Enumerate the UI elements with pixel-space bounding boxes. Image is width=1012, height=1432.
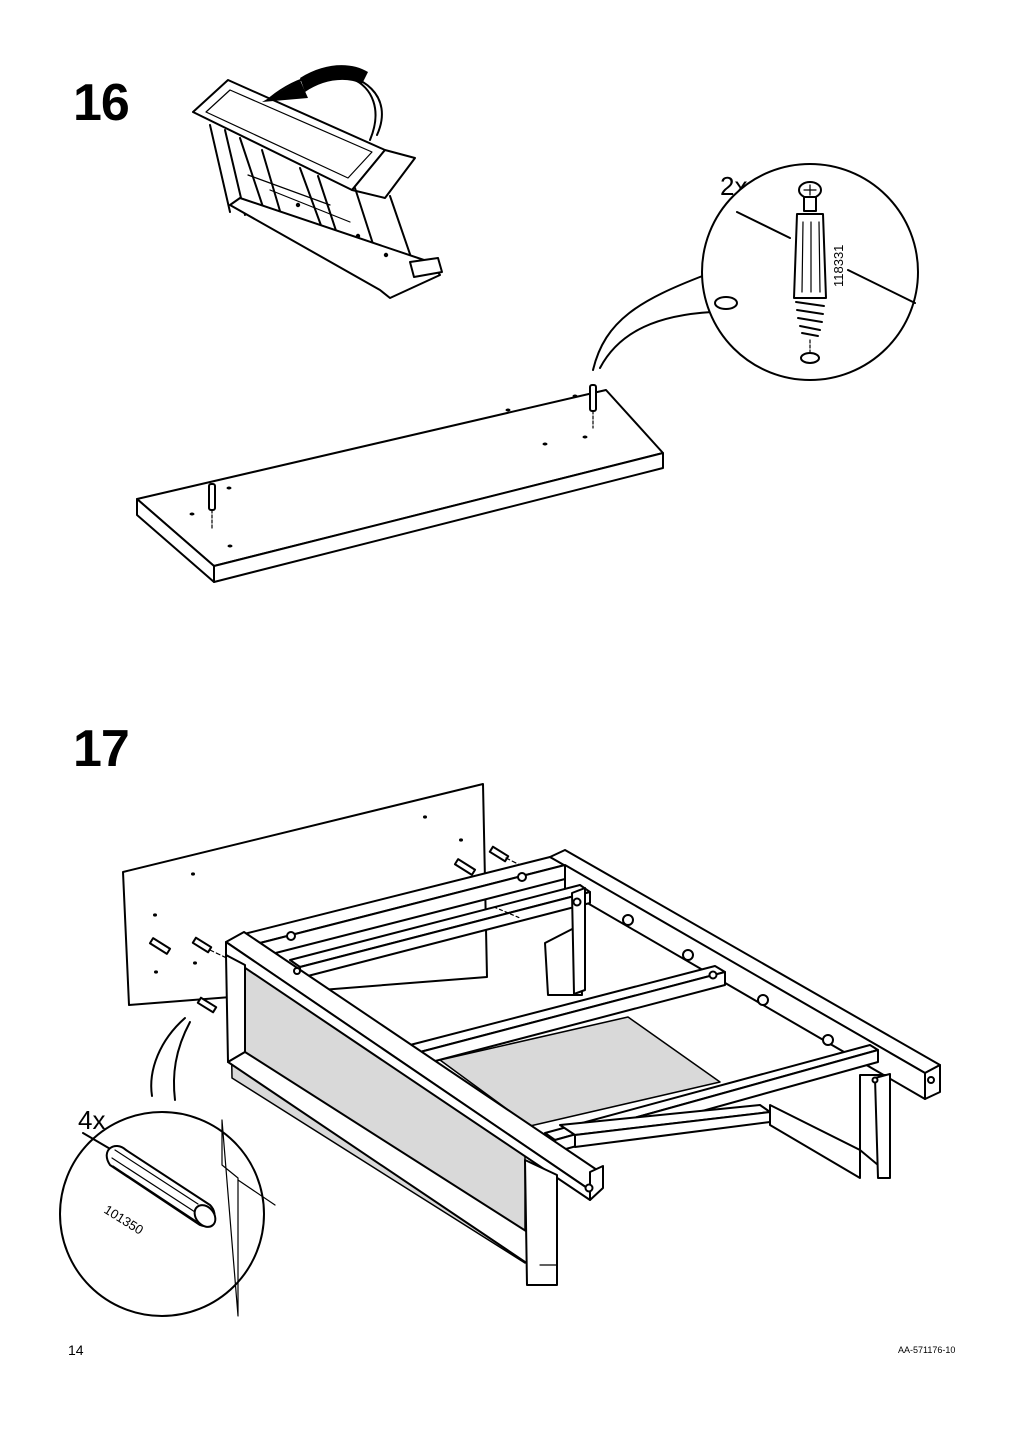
- document-code: AA-571176-10: [898, 1345, 956, 1355]
- step-number-16: 16: [73, 74, 130, 132]
- bed-frame-flipped-illustration: [192, 79, 443, 299]
- cam-dowel-detail-callout: 118331: [592, 163, 919, 381]
- rotate-arrow-icon: [262, 65, 383, 141]
- dowel-detail-callout: 101350: [59, 1017, 276, 1317]
- cam-dowel-part-number: 118331: [831, 245, 846, 287]
- step-number-17: 17: [73, 720, 130, 778]
- page-number: 14: [68, 1342, 84, 1358]
- bed-frame-illustration: [225, 849, 941, 1286]
- headboard-panel-illustration: [136, 384, 664, 583]
- step-17-quantity: 4x: [78, 1105, 106, 1135]
